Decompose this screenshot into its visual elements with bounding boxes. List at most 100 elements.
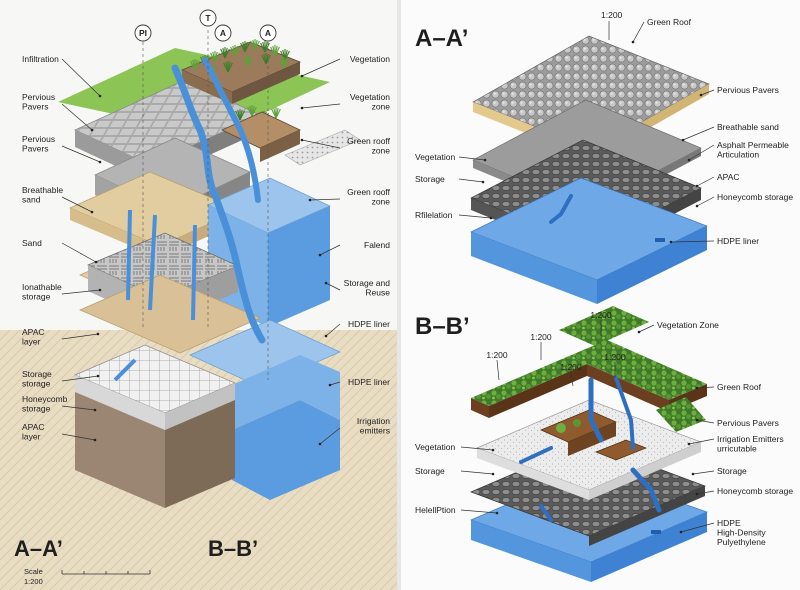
panel-divider [397,0,401,590]
aa-right-leader-4-dot [687,158,691,162]
bb-planter-shrub-2 [573,419,581,427]
green-roof-box-front [260,130,300,162]
water-flow-channel-secondary [202,57,261,203]
bb-right-label-2: Green Roof [717,382,762,392]
aa-left-label-2: Storage [415,174,445,184]
bb-scale-tag-3: 1:200 [486,350,508,360]
bb-right-label-3: Pervious Pavers [717,418,779,428]
grass-blade [239,110,245,121]
bb-right-leader-2 [696,386,715,389]
green-roof-paver-strip [284,129,361,166]
grass-blade [283,58,289,69]
bb-green-roof-left-end [471,398,489,418]
hdpe-liner-upper [189,319,341,388]
aa-hdpe-side [471,232,597,304]
right-leader-5 [319,244,341,256]
section-marker-label: A [265,28,271,38]
bb-right-leader-3 [696,419,715,424]
bb-right-leader-1-dot [637,330,641,334]
bb-right-leader-7 [680,522,715,533]
bb-water-channel-4 [630,467,662,513]
left-leader-2-dot [90,128,94,132]
bb-water-channel-5 [539,504,553,522]
bb-storage-front [589,442,701,500]
bb-right-leader-3-dot [695,418,699,422]
grass-blade [214,52,220,63]
bb-green-roof-left-arm [471,356,587,406]
aa-right-leader-2 [700,89,715,96]
aa-right-leader-7-dot [669,240,673,244]
bb-right-leader-2-dot [695,386,699,390]
bb-scale-tag-5: 1:200 [604,352,626,362]
aa-left-leader-1 [458,156,486,161]
hdpe-liner-block-top [232,355,340,430]
aa-right-leader-4 [688,144,715,161]
aa-left-label-3: Rfilelation [415,210,453,220]
bb-planter-left-front [568,422,616,456]
bb-right-leader-7-dot [679,530,683,534]
left-leader-10-dot [93,438,97,442]
hdpe-liner-block-front [232,400,340,500]
left-leader-10 [61,433,96,441]
bb-scale-tag-2: 1:200 [530,332,552,342]
left-leader-9-dot [93,408,97,412]
aa-leader-lines [458,21,715,244]
left-leader-5 [61,242,97,263]
scale-label: Scale [24,567,43,576]
section-marker-circle [134,24,152,42]
right-leader-6-dot [324,281,328,285]
right-label-7: HDPE liner [348,319,390,329]
grass-blade [264,42,270,53]
aa-right-leader-5-dot [695,184,699,188]
right-leader-9 [319,427,341,445]
bb-right-leader-1 [638,324,655,333]
bb-left-label-1: Vegetation [415,442,455,452]
bb-vegetation-patch-right [656,397,706,432]
vegetation-planter-front [232,62,300,104]
grass-blade [265,54,271,65]
bb-right-leader-6-dot [695,492,699,496]
scale-bar [61,570,151,575]
left-leader-1 [61,58,101,97]
aa-hdpe-marker [655,238,665,242]
grass-blade [274,46,280,57]
left-leader-4 [61,196,93,213]
bb-right-leader-4 [688,438,715,445]
left-leader-8 [61,375,99,382]
bb-left-leader-1-dot [491,448,495,452]
section-marker-circle [259,24,277,42]
aa-right-leader-5 [696,176,715,187]
water-drop-pipe-4 [113,358,137,382]
bb-leader-lines [460,324,715,534]
honeycomb-storage-front [165,383,235,430]
soil-block-side [75,392,165,508]
grass-blade [254,40,260,51]
bb-left-leader-2 [460,470,494,475]
bb-water-channel-1 [588,377,604,443]
aa-right-leader-6-dot [695,204,699,208]
left-leader-5-dot [94,260,98,264]
aa-right-label-3: Breathable sand [717,122,779,132]
aa-right-leader-1 [632,21,645,43]
bb-right-label-5: Storage [717,466,747,476]
right-leader-6 [325,282,341,291]
aa-right-leader-6 [696,196,715,207]
right-leader-3-dot [300,138,304,142]
bb-hdpe-front [591,512,707,582]
right-leader-9-dot [318,442,322,446]
